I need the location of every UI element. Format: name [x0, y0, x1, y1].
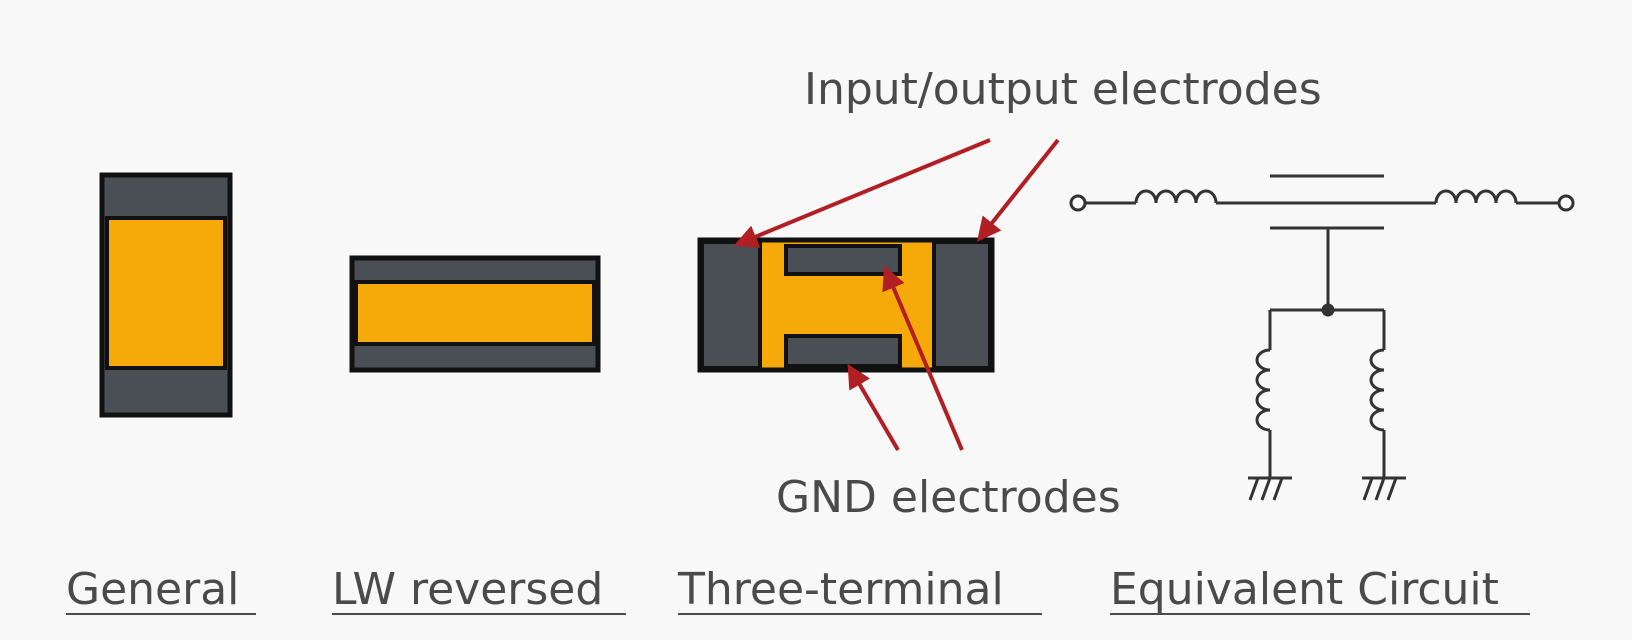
shunt-inductor-right	[1369, 348, 1385, 432]
caption-lw-reversed: LW reversed	[332, 564, 603, 615]
three-terminal-chip	[697, 237, 995, 373]
input-terminal	[1069, 194, 1087, 212]
captions: General LW reversed Three-terminal Equiv…	[66, 564, 1530, 615]
caption-equivalent-circuit: Equivalent Circuit	[1110, 564, 1499, 615]
gnd-arrow-bottom	[847, 363, 900, 452]
io-arrows	[733, 138, 1060, 248]
gnd-arrows	[847, 265, 964, 452]
general-chip	[99, 172, 233, 418]
series-inductor-right	[1434, 189, 1518, 204]
io-arrow-left	[733, 138, 991, 248]
caption-general: General	[66, 564, 239, 615]
ground-symbol-left	[1248, 476, 1292, 501]
io-electrodes-label: Input/output electrodes	[804, 64, 1322, 115]
output-terminal	[1557, 194, 1575, 212]
ground-symbol-right	[1362, 476, 1406, 501]
shunt-inductor-left	[1255, 348, 1271, 432]
caption-three-terminal: Three-terminal	[677, 564, 1004, 615]
gnd-arrow-top	[882, 265, 964, 451]
gnd-electrodes-label: GND electrodes	[776, 472, 1121, 523]
lw-reversed-chip	[349, 255, 601, 373]
equivalent-circuit	[1069, 174, 1575, 501]
io-arrow-right	[977, 138, 1060, 242]
series-inductor-left	[1134, 189, 1218, 204]
